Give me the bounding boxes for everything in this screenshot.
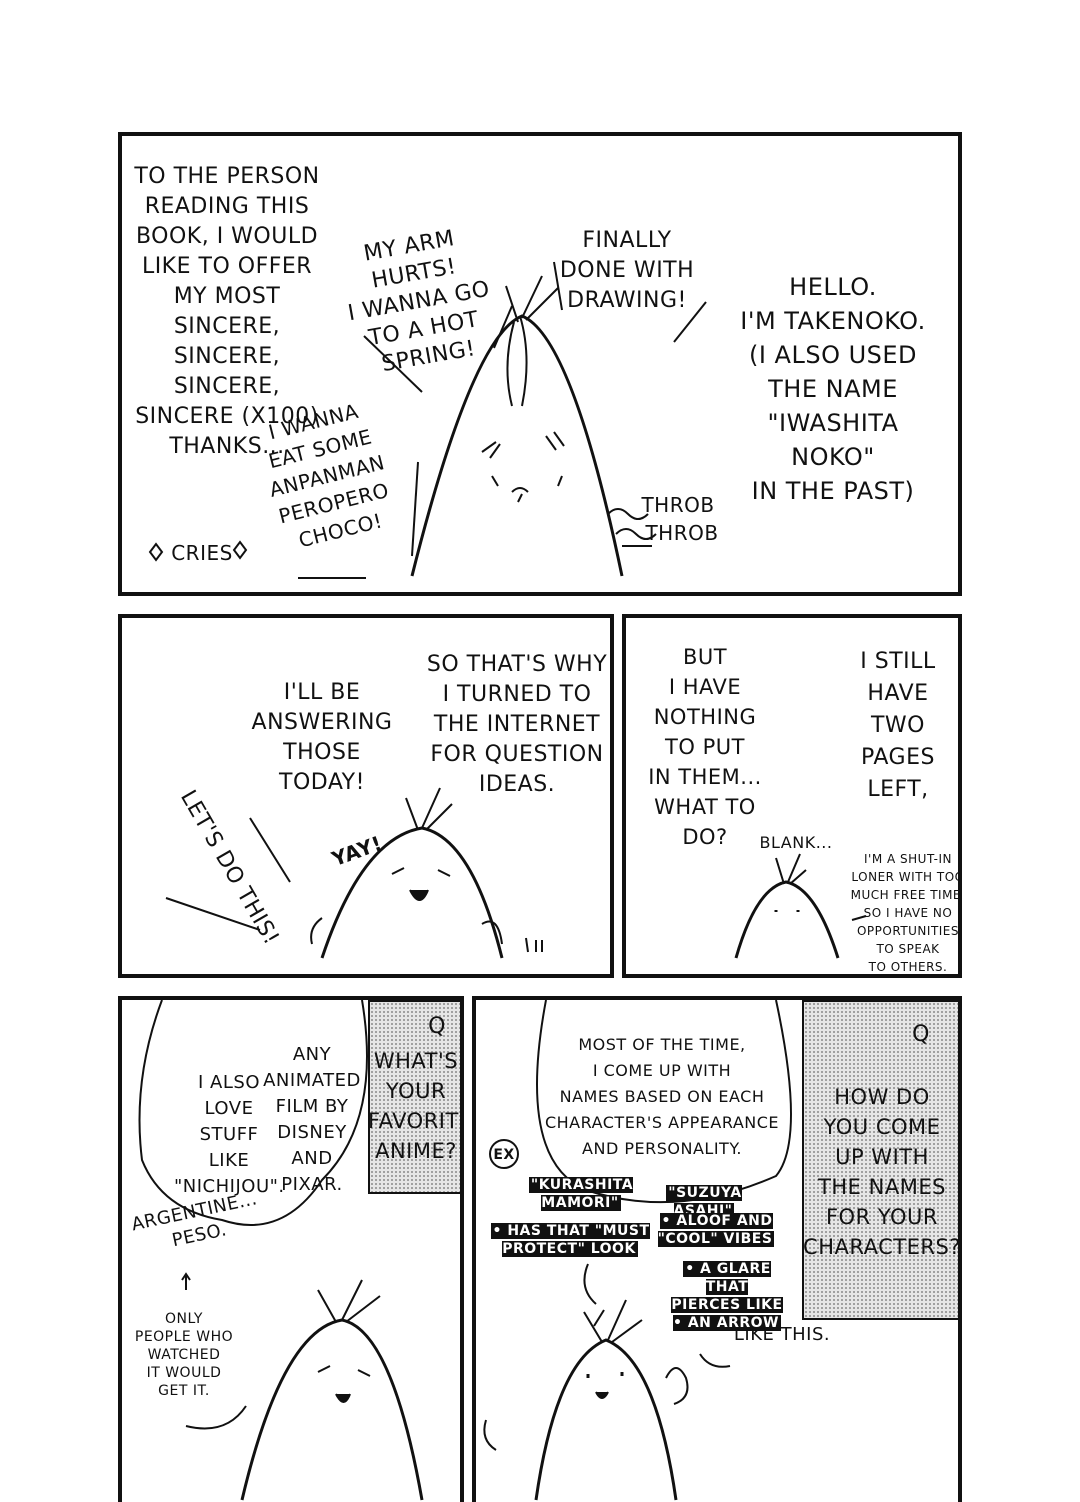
- lets-do-this-drawing: [165, 787, 543, 959]
- q-mark-names: Q: [912, 1022, 930, 1047]
- panel-two-pages: I STILL HAVE TWO PAGES LEFT, BUT I HAVE …: [622, 614, 962, 978]
- arm-hurts-text: MY ARM HURTS! I WANNA GO TO A HOT SPRING…: [346, 226, 492, 378]
- cries-sfx: CRIES: [171, 541, 233, 565]
- suzuya-desc-2-label: • A GLARE THAT PIERCES LIKE • AN ARROW: [671, 1261, 783, 1331]
- suzuya-desc-1-label: • ALOOF AND "COOL" VIBES: [657, 1213, 775, 1247]
- kurashita-desc: • HAS THAT "MUST PROTECT" LOOK: [490, 1222, 650, 1258]
- nichijou-text: I ALSO LOVE STUFF LIKE "NICHIJOU".: [174, 1072, 285, 1197]
- internet-text: SO THAT'S WHY I TURNED TO THE INTERNET F…: [426, 652, 608, 797]
- speech-bubble: [536, 1000, 792, 1204]
- character-body: [320, 826, 504, 959]
- throb-sfx-2: THROB: [645, 521, 719, 545]
- still-have-text: I STILL HAVE TWO PAGES LEFT,: [860, 649, 936, 802]
- thanks-text: TO THE PERSON READING THIS BOOK, I WOULD…: [134, 164, 320, 459]
- two-pages-drawing: [734, 853, 867, 959]
- disney-text: ANY ANIMATED FILM BY DISNEY AND PIXAR.: [263, 1044, 361, 1195]
- like-this-text: LIKE THIS.: [733, 1324, 831, 1345]
- panel-lets-do-this: I'LL BE ANSWERING THOSE TODAY! SO THAT'S…: [118, 614, 614, 978]
- kurashita-name-label: "KURASHITA MAMORI": [528, 1177, 634, 1211]
- blank-sfx: BLANK...: [759, 833, 833, 852]
- question-box-names: [802, 1000, 958, 1320]
- character-body: [240, 1318, 424, 1501]
- character-body: [534, 1338, 678, 1501]
- question-box-anime: [368, 1000, 460, 1194]
- ex-badge: EX: [493, 1147, 515, 1163]
- character-body: [734, 880, 840, 959]
- most-of-the-time-text: MOST OF THE TIME, I COME UP WITH NAMES B…: [544, 1035, 780, 1158]
- suzuya-desc-2: • A GLARE THAT PIERCES LIKE • AN ARROW: [662, 1260, 792, 1332]
- nothing-text: BUT I HAVE NOTHING TO PUT IN THEM... WHA…: [648, 645, 762, 849]
- hello-text: HELLO. I'M TAKENOKO. (I ALSO USED THE NA…: [740, 273, 926, 505]
- favorite-anime-drawing: [138, 1000, 424, 1501]
- kurashita-name: "KURASHITA MAMORI": [516, 1176, 646, 1212]
- finally-done-text: FINALLY DONE WITH DRAWING!: [559, 228, 695, 313]
- answering-text: I'LL BE ANSWERING THOSE TODAY!: [251, 680, 393, 795]
- panel-favorite-anime: Q WHAT'S YOUR FAVORITE ANIME? ANY ANIMAT…: [118, 996, 464, 1502]
- names-question: HOW DO YOU COME UP WITH THE NAMES FOR YO…: [803, 1085, 961, 1259]
- q-mark-anime: Q: [428, 1014, 446, 1039]
- favorite-anime-question: WHAT'S YOUR FAVORITE ANIME?: [368, 1049, 464, 1163]
- character-hair: [506, 315, 528, 407]
- suzuya-desc-1: • ALOOF AND "COOL" VIBES: [656, 1212, 776, 1248]
- panel-intro: TO THE PERSON READING THIS BOOK, I WOULD…: [118, 132, 962, 596]
- kurashita-desc-label: • HAS THAT "MUST PROTECT" LOOK: [490, 1223, 650, 1257]
- throb-sfx-1: THROB: [641, 493, 715, 517]
- shut-in-text: I'M A SHUT-IN LONER WITH TOO MUCH FREE T…: [850, 852, 962, 974]
- panel-character-names: Q HOW DO YOU COME UP WITH THE NAMES FOR …: [472, 996, 962, 1502]
- intro-drawing: [148, 261, 707, 579]
- only-people-text: ONLY PEOPLE WHO WATCHED IT WOULD GET IT.: [134, 1311, 234, 1399]
- speech-bubble: [138, 1000, 368, 1226]
- character-names-drawing: [483, 1000, 792, 1501]
